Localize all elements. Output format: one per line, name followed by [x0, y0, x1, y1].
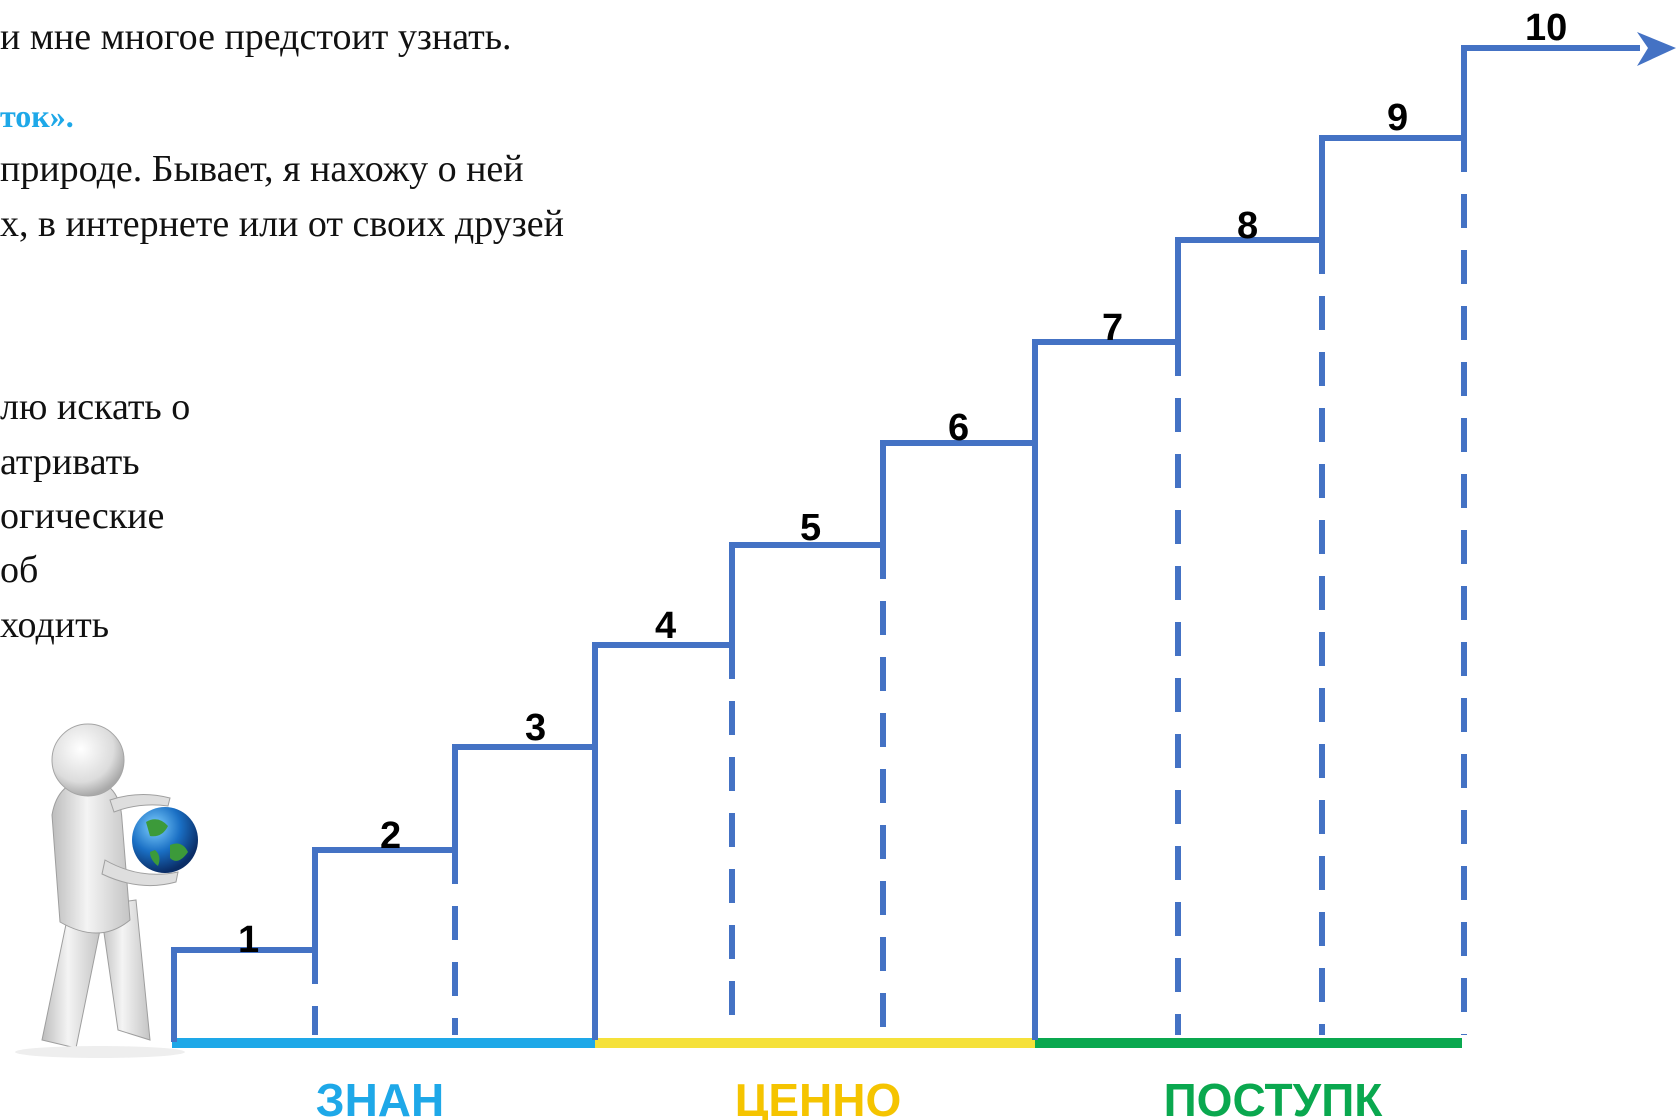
text-line-9: ходить [0, 604, 110, 646]
step-label-1: 1 [238, 919, 259, 961]
step-label-10: 10 [1525, 7, 1567, 49]
text-line-8: об [0, 549, 39, 591]
stair-line [171, 45, 1640, 1042]
text-line-6: атривать [0, 441, 140, 483]
step-label-3: 3 [525, 707, 546, 749]
text-line-4: х, в интернете или от своих друзей [0, 203, 564, 245]
text-line-3: природе. Бывает, я нахожу о ней [0, 148, 524, 190]
segment-label-values: ЦЕННО [735, 1074, 902, 1120]
text-line-7: огические [0, 495, 165, 537]
step-label-9: 9 [1387, 97, 1408, 139]
text-line-5: лю искать о [0, 386, 191, 428]
text-line-2-highlight: ток». [0, 98, 74, 134]
3d-person-figure [15, 723, 185, 1058]
step-label-4: 4 [655, 605, 676, 647]
step-label-2: 2 [380, 815, 401, 857]
segment-label-knowledge: ЗНАН [316, 1074, 444, 1120]
text-line-1: и мне многое предстоит узнать. [0, 16, 512, 58]
step-label-6: 6 [948, 407, 969, 449]
globe-icon [132, 807, 198, 873]
dashed-risers [312, 138, 1467, 1035]
arrow-head [1637, 32, 1676, 66]
step-label-7: 7 [1102, 307, 1123, 349]
step-label-8: 8 [1237, 205, 1258, 247]
segment-label-actions: ПОСТУПК [1164, 1074, 1384, 1120]
step-label-5: 5 [800, 507, 821, 549]
